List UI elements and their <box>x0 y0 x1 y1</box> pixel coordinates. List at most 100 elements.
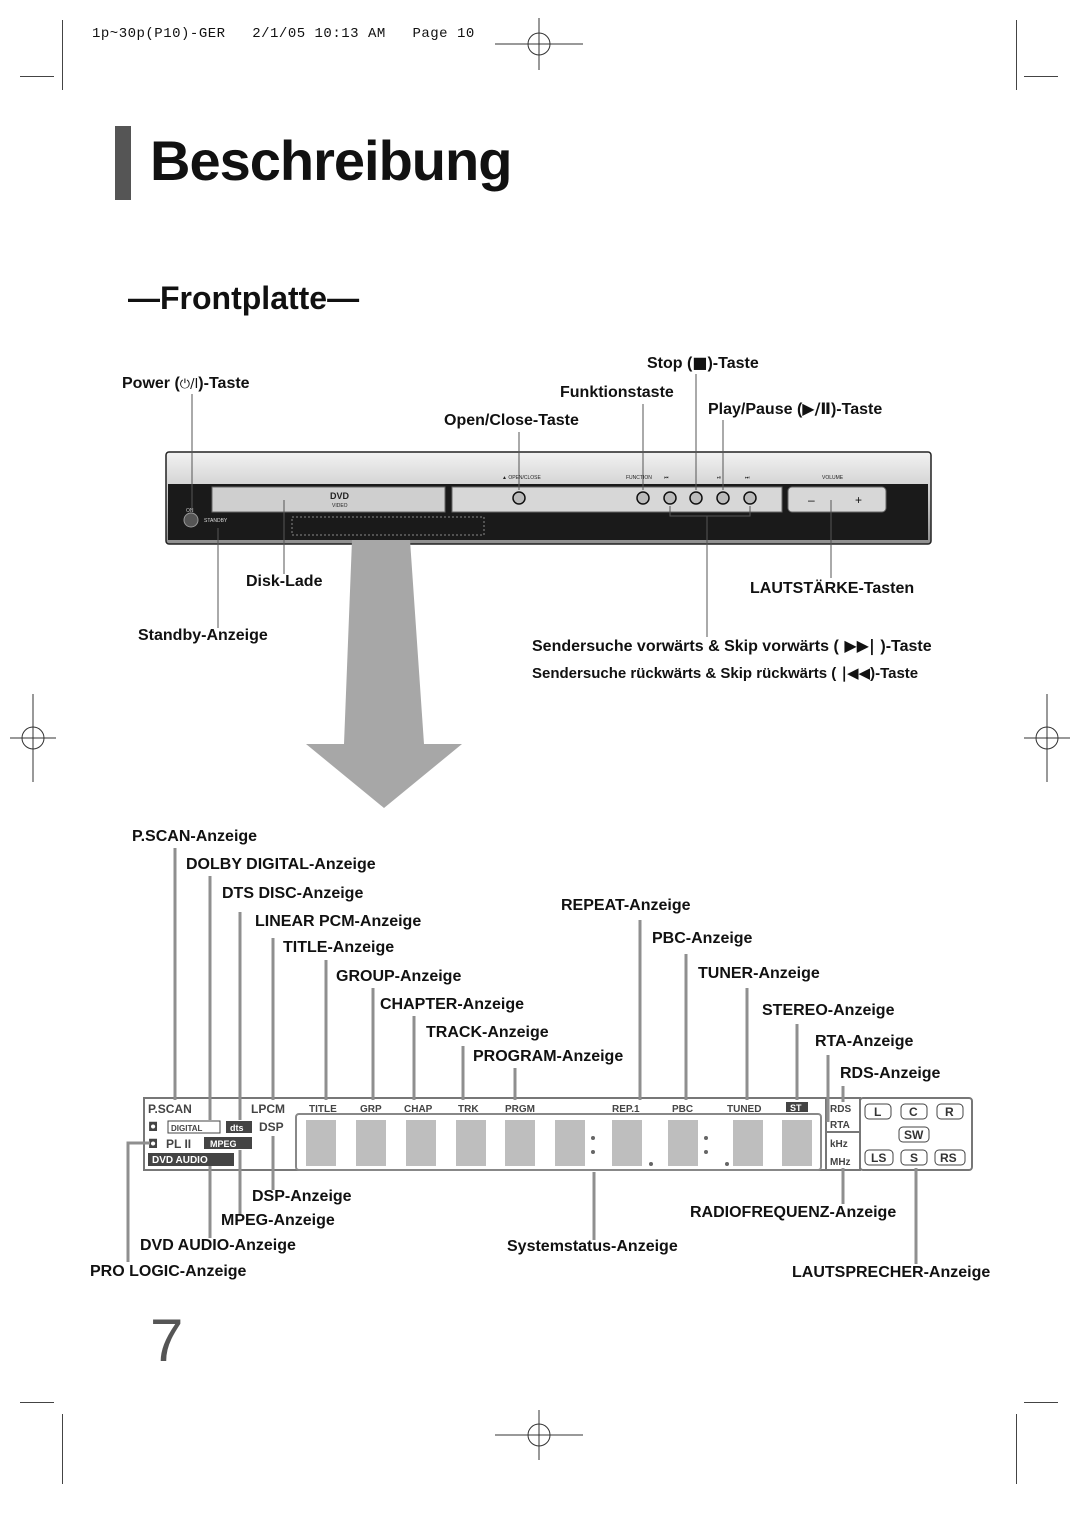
volume-strip <box>787 486 887 513</box>
spk-s: S <box>910 1151 918 1165</box>
crop-mark <box>20 76 54 77</box>
device-skipback-glyph: ⏮ <box>664 475 669 481</box>
skip-forward-icon: ▶▶| <box>838 636 881 655</box>
dsp-label: DSP-Anzeige <box>252 1188 352 1205</box>
tuner-label: TUNER-Anzeige <box>698 965 820 982</box>
device-open-close-text: ▲ OPEN/CLOSE <box>502 475 542 481</box>
stereo-label: STEREO-Anzeige <box>762 1002 895 1019</box>
disc-tray <box>211 486 446 513</box>
repeat-label: REPEAT-Anzeige <box>561 897 691 914</box>
system-status-label: Systemstatus-Anzeige <box>507 1238 678 1255</box>
function-button <box>636 491 650 505</box>
ind-rta: RTA <box>830 1120 850 1131</box>
ind-chap: CHAP <box>404 1104 433 1115</box>
ind-pscan: P.SCAN <box>148 1102 192 1116</box>
ind-pbc: PBC <box>672 1104 693 1115</box>
ind-mhz: MHz <box>830 1157 851 1168</box>
dvd-video-text: VIDEO <box>332 503 348 509</box>
ind-tuned: TUNED <box>727 1104 761 1115</box>
disk-tray-label: Disk-Lade <box>246 573 323 590</box>
spk-rs: RS <box>940 1151 957 1165</box>
standby-label: Standby-Anzeige <box>138 627 268 644</box>
print-header: 1p~30p(P10)-GER 2/1/05 10:13 AM Page 10 <box>92 26 475 42</box>
skip-back-icon: |◀◀ <box>836 664 871 682</box>
power-label: Power (⏻/I)-Taste <box>122 375 250 392</box>
chapter-label: CHAPTER-Anzeige <box>380 996 525 1013</box>
skip-back-label: Sendersuche rückwärts & Skip rückwärts (… <box>532 664 919 682</box>
device-standby-text: STANDBY <box>204 518 228 524</box>
radio-frequency-label: RADIOFREQUENZ-Anzeige <box>690 1204 897 1221</box>
spk-l: L <box>874 1105 881 1119</box>
play-pause-label: Play/Pause (▶/Ⅱ)-Taste <box>708 399 883 419</box>
device-play-glyph: ⏯ <box>717 475 721 481</box>
ind-st: ST <box>790 1103 802 1113</box>
dolby-pl2-icon: ◘ <box>148 1137 158 1151</box>
spk-c: C <box>909 1105 918 1119</box>
spk-ls: LS <box>871 1151 886 1165</box>
skip-forward-label: Sendersuche vorwärts & Skip vorwärts ( ▶… <box>532 636 932 656</box>
ind-rds: RDS <box>830 1104 851 1115</box>
device-volume-text: VOLUME <box>822 475 844 481</box>
skip-forward-button <box>743 491 757 505</box>
power-icon: ⏻/I <box>179 377 199 392</box>
track-label: TRACK-Anzeige <box>426 1024 549 1041</box>
rds-label: RDS-Anzeige <box>840 1065 941 1082</box>
crop-mark <box>62 1414 63 1484</box>
ind-title: TITLE <box>309 1104 337 1115</box>
play-pause-icon: ▶/Ⅱ <box>802 399 831 418</box>
ind-trk: TRK <box>458 1104 479 1115</box>
stop-icon: ■ <box>692 353 708 372</box>
ind-prgm: PRGM <box>505 1104 535 1115</box>
play-pause-button <box>716 491 730 505</box>
rta-label: RTA-Anzeige <box>815 1033 914 1050</box>
dvd-logo: DVD <box>330 491 350 501</box>
ind-dvd-audio: DVD AUDIO <box>152 1155 208 1166</box>
pbc-label: PBC-Anzeige <box>652 930 753 947</box>
spk-sw: SW <box>904 1128 924 1142</box>
ind-dsp: DSP <box>259 1120 284 1134</box>
section-title: —Frontplatte— <box>128 280 360 316</box>
mpeg-label: MPEG-Anzeige <box>221 1212 335 1229</box>
crop-mark <box>1016 1414 1017 1484</box>
device-skipfwd-glyph: ⏭ <box>745 475 750 481</box>
ind-dts: dts <box>230 1123 244 1133</box>
open-close-button <box>512 491 526 505</box>
device-display-window <box>291 516 485 536</box>
page-title: Beschreibung <box>150 129 512 192</box>
device-on-text: ON <box>186 508 194 514</box>
function-label: Funktionstaste <box>560 384 674 401</box>
crop-mark <box>1024 1402 1058 1403</box>
dts-disc-label: DTS DISC-Anzeige <box>222 885 364 902</box>
power-button <box>183 512 199 528</box>
pscan-label: P.SCAN-Anzeige <box>132 828 258 845</box>
crop-mark <box>62 20 63 90</box>
vol-minus: – <box>808 493 815 507</box>
group-label: GROUP-Anzeige <box>336 968 462 985</box>
spk-r: R <box>945 1105 954 1119</box>
ind-rep: REP.1 <box>612 1104 640 1115</box>
dvd-audio-label: DVD AUDIO-Anzeige <box>140 1237 296 1254</box>
vol-plus: + <box>855 493 862 507</box>
volume-label: LAUTSTÄRKE-Tasten <box>750 580 915 597</box>
crop-mark <box>20 1402 54 1403</box>
stop-label: Stop (■)-Taste <box>647 353 759 373</box>
dolby-logo-icon: ◘ <box>148 1120 158 1134</box>
skip-back-button <box>663 491 677 505</box>
ind-lpcm: LPCM <box>251 1102 285 1116</box>
digit-area <box>295 1113 822 1171</box>
crop-mark <box>1016 20 1017 90</box>
dolby-digital-label: DOLBY DIGITAL-Anzeige <box>186 856 376 873</box>
down-arrow <box>306 540 462 808</box>
ind-khz: kHz <box>830 1139 848 1150</box>
title-accent-bar <box>115 126 131 200</box>
ind-digital: DIGITAL <box>171 1124 203 1133</box>
digit-segments <box>306 1120 812 1166</box>
ind-mpeg: MPEG <box>210 1139 237 1149</box>
ind-grp: GRP <box>360 1104 382 1115</box>
speaker-label: LAUTSPRECHER-Anzeige <box>792 1264 991 1281</box>
linear-pcm-label: LINEAR PCM-Anzeige <box>255 913 422 930</box>
pro-logic-label: PRO LOGIC-Anzeige <box>90 1263 247 1280</box>
